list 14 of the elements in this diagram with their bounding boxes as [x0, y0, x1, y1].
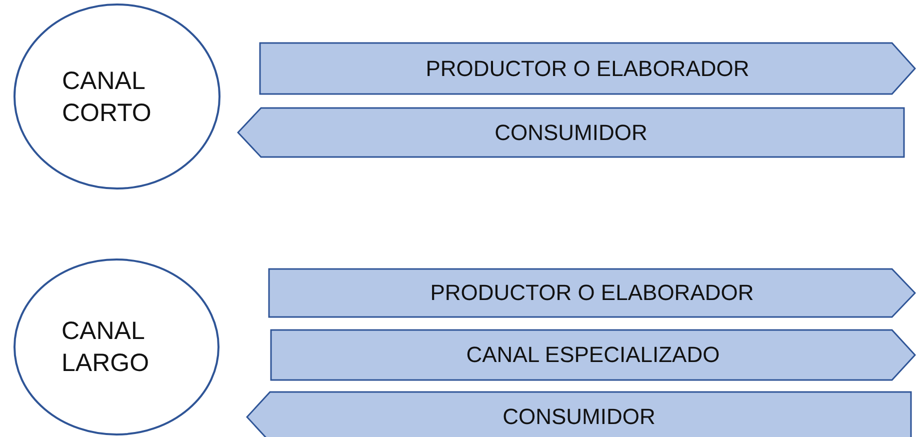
- arrow-banner: [259, 42, 916, 95]
- arrow-banner: [246, 391, 912, 437]
- stage-label: CONSUMIDOR: [494, 118, 648, 146]
- stage-label: PRODUCTOR O ELABORADOR: [426, 54, 750, 82]
- stage-label: CONSUMIDOR: [502, 403, 656, 431]
- stage-label: PRODUCTOR O ELABORADOR: [430, 279, 754, 307]
- channel-ellipse: [13, 3, 221, 190]
- channel-label: CANAL LARGO: [62, 316, 150, 379]
- channel-ellipse: [13, 258, 220, 436]
- arrow-banner: [270, 329, 916, 381]
- channel-label: CANAL CORTO: [62, 66, 152, 128]
- arrow-banner: [237, 107, 905, 158]
- arrow-banner: [268, 268, 916, 318]
- stage-label: CANAL ESPECIALIZADO: [466, 341, 720, 369]
